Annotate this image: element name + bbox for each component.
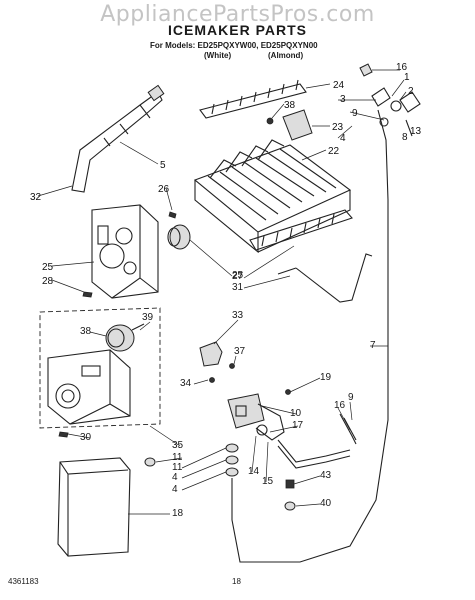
screw-36	[229, 363, 235, 369]
screw-30	[58, 431, 69, 438]
screw-39	[266, 117, 274, 125]
water-tube-part	[231, 109, 389, 563]
callout-32: 32	[30, 192, 42, 203]
cover-33-part	[199, 341, 223, 367]
callout-8: 8	[402, 132, 408, 143]
ice-mold-part	[193, 139, 352, 254]
bail-wire-part	[277, 253, 373, 303]
callout-21: 16	[396, 62, 408, 73]
insulation-block-part	[57, 457, 131, 557]
callout-numbers: 16 1 2 24 3 9 23 4 8 13 38 22 5 32 26 25…	[30, 62, 422, 287]
callout-23: 24	[333, 80, 345, 91]
callout-5: 5	[160, 160, 166, 171]
callout-37-html: 38	[80, 326, 92, 337]
callout-39: 38	[284, 100, 296, 111]
callout-35-html: 35	[172, 440, 184, 451]
callout-24-html: 25	[232, 270, 244, 281]
callout-9-lower-html: 9	[348, 392, 354, 403]
stripper-part	[249, 209, 353, 251]
callout-31-html: 31	[232, 282, 244, 293]
nut-12	[144, 457, 156, 467]
callout-12-html: 11	[172, 452, 183, 463]
variant-almond: (Almond)	[268, 51, 304, 60]
callout-19-html: 19	[320, 372, 332, 383]
callout-36-html: 37	[234, 346, 246, 357]
page-title: ICEMAKER PARTS	[168, 22, 307, 38]
callout-13: 13	[410, 126, 422, 137]
models-line: For Models: ED25PQXYW00, ED25PQXYN00	[150, 41, 318, 50]
variant-white: (White)	[204, 51, 232, 60]
callout-7-html: 7	[370, 340, 376, 351]
wire-harness-part	[71, 84, 165, 193]
control-housing-part	[91, 204, 159, 299]
callout-22: 23	[332, 122, 344, 133]
tube-16	[339, 413, 357, 445]
callout-4-top: 4	[340, 133, 346, 144]
callout-18-html: 18	[172, 508, 184, 519]
callout-17-html: 17	[292, 420, 304, 431]
screw-34	[209, 377, 215, 383]
callout-16-html: 16	[334, 400, 346, 411]
callout-40-html: 40	[320, 498, 332, 509]
module-plate-part	[47, 349, 131, 425]
motor-part	[105, 323, 145, 352]
callout-15-html: 15	[262, 476, 274, 487]
callout-27: 27	[232, 271, 244, 282]
callout-10-html: 10	[290, 408, 302, 419]
callout-28: 28	[42, 276, 54, 287]
callout-3: 3	[340, 94, 346, 105]
callout-25: 25	[42, 262, 54, 273]
footer-page-number: 18	[232, 577, 241, 586]
callout-1: 1	[404, 72, 410, 83]
bracket-part	[282, 109, 313, 141]
callout-26: 26	[158, 184, 170, 195]
callout-2: 2	[408, 86, 414, 97]
shutoff-arm-part	[199, 79, 307, 119]
callout-20: 22	[328, 146, 340, 157]
callout-38-html: 39	[142, 312, 154, 323]
footer-part-number: 4361183	[8, 577, 39, 586]
screw-26	[168, 211, 177, 219]
callout-4-low-html: 4	[172, 484, 178, 495]
callout-14-html: 14	[248, 466, 260, 477]
callout-43-html: 43	[320, 470, 332, 481]
water-valve-part	[227, 393, 351, 469]
fill-tube-fittings	[359, 63, 421, 137]
screw-28	[82, 291, 93, 298]
callout-34-html: 34	[180, 378, 192, 389]
callout-33-html: 33	[232, 310, 244, 321]
callout-4-mid-html: 4	[172, 472, 178, 483]
watermark: AppliancePartsPros.com	[100, 2, 375, 27]
callout-11-html: 11	[172, 462, 183, 473]
motor-assembly-box	[39, 307, 161, 429]
nut-40	[284, 501, 296, 511]
